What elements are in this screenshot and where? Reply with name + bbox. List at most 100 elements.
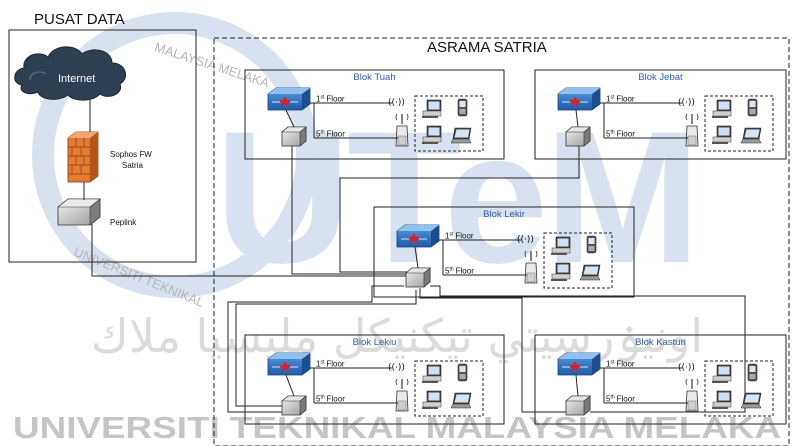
floor-word: Floor	[616, 95, 635, 104]
floor-suffix: th	[449, 267, 453, 273]
block-frame	[373, 206, 635, 298]
switch-icon	[557, 352, 601, 376]
switch-hub-link	[575, 374, 579, 397]
desktop-pc-icon	[711, 99, 732, 119]
switch-hub-link	[414, 246, 419, 269]
access-hub-icon	[281, 395, 307, 416]
floor-number: 1	[606, 360, 611, 369]
asrama-title: ASRAMA SATRIA	[427, 39, 547, 56]
mobile-phone-icon	[747, 363, 758, 382]
mobile-phone-icon	[457, 98, 468, 117]
pusat-data-title: PUSAT DATA	[34, 11, 125, 28]
floor-number: 1	[606, 95, 611, 104]
wifi-signal-icon: ((·))	[388, 363, 405, 373]
switch-icon	[557, 87, 601, 111]
floor-word: Floor	[616, 360, 635, 369]
watermark-arabic: اونيۏرسيتي تيكنيكل مليسيا ملاك	[91, 309, 703, 364]
floor-suffix: th	[320, 395, 324, 401]
block-title: Blok Lekiu	[353, 337, 397, 348]
floor-suffix: st	[610, 360, 615, 366]
switch-hub-link	[285, 109, 295, 128]
wifi-signal-icon: ((·))	[517, 235, 534, 245]
laptop-icon	[740, 392, 762, 409]
floor-word: Floor	[617, 395, 636, 404]
floor-word: Floor	[327, 395, 346, 404]
pusat-data-box	[8, 29, 197, 263]
access-hub-icon	[281, 126, 307, 147]
floor-word: Floor	[455, 232, 474, 241]
floor-suffix: st	[320, 360, 325, 366]
desktop-pc-icon	[421, 390, 442, 410]
laptop-icon	[740, 127, 762, 144]
wifi-signal-icon: ((·))	[388, 98, 405, 108]
desktop-pc-icon	[421, 364, 442, 384]
floor-number: 5	[445, 267, 450, 276]
access-hub-icon	[565, 395, 591, 416]
block-frame	[244, 334, 505, 425]
block-title: Blok Tuah	[353, 72, 395, 83]
desktop-pc-icon	[711, 390, 732, 410]
floor-word: Floor	[617, 130, 636, 139]
floor-word: Floor	[327, 130, 346, 139]
wifi-signal-icon: ((·))	[678, 363, 695, 373]
watermark-seal	[32, 12, 318, 298]
mobile-phone-icon	[586, 235, 597, 254]
desktop-pc-icon	[711, 364, 732, 384]
floor-suffix: th	[320, 130, 324, 136]
floor-number: 1	[316, 95, 321, 104]
block-frame	[534, 69, 787, 160]
access-hub-icon	[405, 267, 431, 288]
switch-icon	[267, 87, 311, 111]
internet-label: Internet	[58, 73, 95, 85]
floor-number: 5	[606, 130, 611, 139]
switch-icon	[396, 224, 440, 248]
wifi-signal-icon: ((·))	[678, 98, 695, 108]
client-devices-group	[414, 360, 484, 417]
floor-suffix: th	[610, 130, 614, 136]
desktop-pc-icon	[711, 125, 732, 145]
client-devices-group	[414, 95, 484, 152]
firewall-label-1: Sophos FW	[110, 150, 152, 159]
block-title: Blok Kasturi	[635, 337, 686, 348]
floor-word: Floor	[326, 360, 345, 369]
backbone-cabling	[91, 143, 746, 413]
client-devices-group	[704, 360, 774, 417]
floor-suffix: st	[610, 95, 615, 101]
peplink-label: Peplink	[110, 218, 137, 227]
block-frame	[244, 69, 505, 160]
switch-icon	[267, 352, 311, 376]
peplink-router-icon	[57, 198, 101, 226]
access-hub-icon	[565, 126, 591, 147]
access-point-icon	[395, 378, 409, 412]
mobile-phone-icon	[747, 98, 758, 117]
floor-number: 5	[316, 395, 321, 404]
floor-word: Floor	[456, 267, 475, 276]
floor-suffix: st	[320, 95, 325, 101]
asrama-boundary	[213, 37, 790, 446]
block-title: Blok Jebat	[638, 72, 683, 83]
switch-hub-link	[285, 374, 295, 397]
access-point-icon	[685, 378, 699, 412]
floor-word: Floor	[326, 95, 345, 104]
internet-cloud-icon	[14, 46, 127, 101]
laptop-icon	[450, 392, 472, 409]
block-title: Blok Lekir	[483, 209, 525, 220]
floor-number: 1	[316, 360, 321, 369]
